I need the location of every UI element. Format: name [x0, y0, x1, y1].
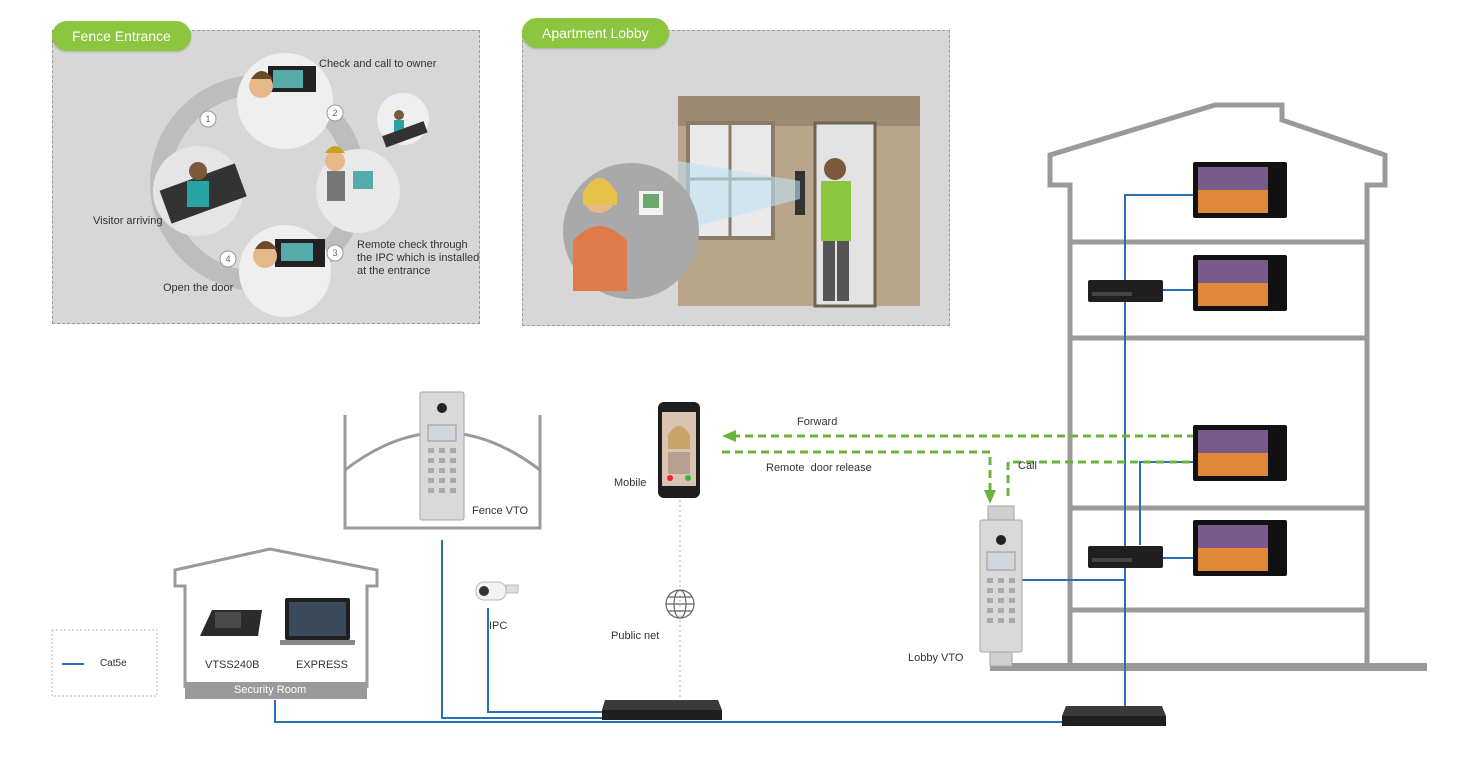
apartment-lobby-panel — [522, 30, 950, 326]
fence-entrance-illustration: 1 2 3 4 — [150, 53, 429, 317]
indoor-monitors — [1193, 162, 1287, 576]
fence-vto-device — [419, 391, 465, 521]
mobile-label: Mobile — [614, 477, 647, 489]
step-remote-check-2: the IPC which is installed — [357, 252, 480, 264]
ipc-camera — [475, 581, 519, 601]
remote-release-label: Remote door release — [766, 462, 872, 474]
globe-icon — [665, 589, 695, 619]
fence-entrance-panel: 1 2 3 4 Check and call to owner Visitor … — [52, 30, 480, 324]
release-arrowhead — [984, 490, 996, 504]
indoor-monitor — [1193, 425, 1287, 481]
step-visitor-arriving: Visitor arriving — [93, 215, 163, 227]
mobile-phone — [658, 402, 700, 498]
step-check-call: Check and call to owner — [319, 58, 437, 70]
step-number: 3 — [332, 248, 337, 258]
express-laptop — [280, 598, 355, 645]
building-switch-bottom — [1062, 706, 1166, 726]
floor-switch-upper — [1088, 280, 1163, 302]
express-label: EXPRESS — [296, 659, 348, 671]
guard-room-scene — [237, 53, 333, 149]
apartment-lobby-title: Apartment Lobby — [522, 18, 669, 48]
forward-label: Forward — [797, 416, 838, 428]
vtss-label: VTSS240B — [205, 659, 260, 671]
ipc-scene — [377, 93, 429, 148]
step-open-door: Open the door — [163, 282, 234, 294]
step-number: 1 — [205, 114, 210, 124]
step-number: 4 — [225, 254, 230, 264]
step-remote-check-1: Remote check through — [357, 239, 468, 251]
remote-check-scene — [316, 146, 400, 233]
apartment-lobby-illustration — [563, 96, 920, 308]
ipc-label: IPC — [489, 620, 508, 632]
step-number: 2 — [332, 108, 337, 118]
ground-line — [990, 663, 1427, 671]
step-remote-check-3: at the entrance — [357, 265, 431, 277]
fence-vto-label: Fence VTO — [472, 505, 529, 517]
security-room-label: Security Room — [234, 684, 307, 696]
lobby-vto-label: Lobby VTO — [908, 652, 964, 664]
fence-entrance-title: Fence Entrance — [52, 21, 191, 51]
open-door-scene — [239, 225, 331, 317]
main-switch — [602, 700, 722, 720]
lobby-vto-device — [979, 505, 1023, 667]
visitor-scene — [153, 146, 247, 236]
call-label: Call — [1018, 460, 1037, 472]
floor-switch-lower — [1088, 546, 1163, 568]
forward-arrowhead — [722, 430, 736, 442]
indoor-monitor — [1193, 520, 1287, 576]
indoor-monitor — [1193, 255, 1287, 311]
apartment-building — [1047, 102, 1388, 668]
public-net-label: Public net — [611, 630, 660, 642]
vtss-desk-station — [200, 610, 262, 636]
legend-cable-label: Cat5e — [100, 658, 127, 669]
indoor-monitor — [1193, 162, 1287, 218]
